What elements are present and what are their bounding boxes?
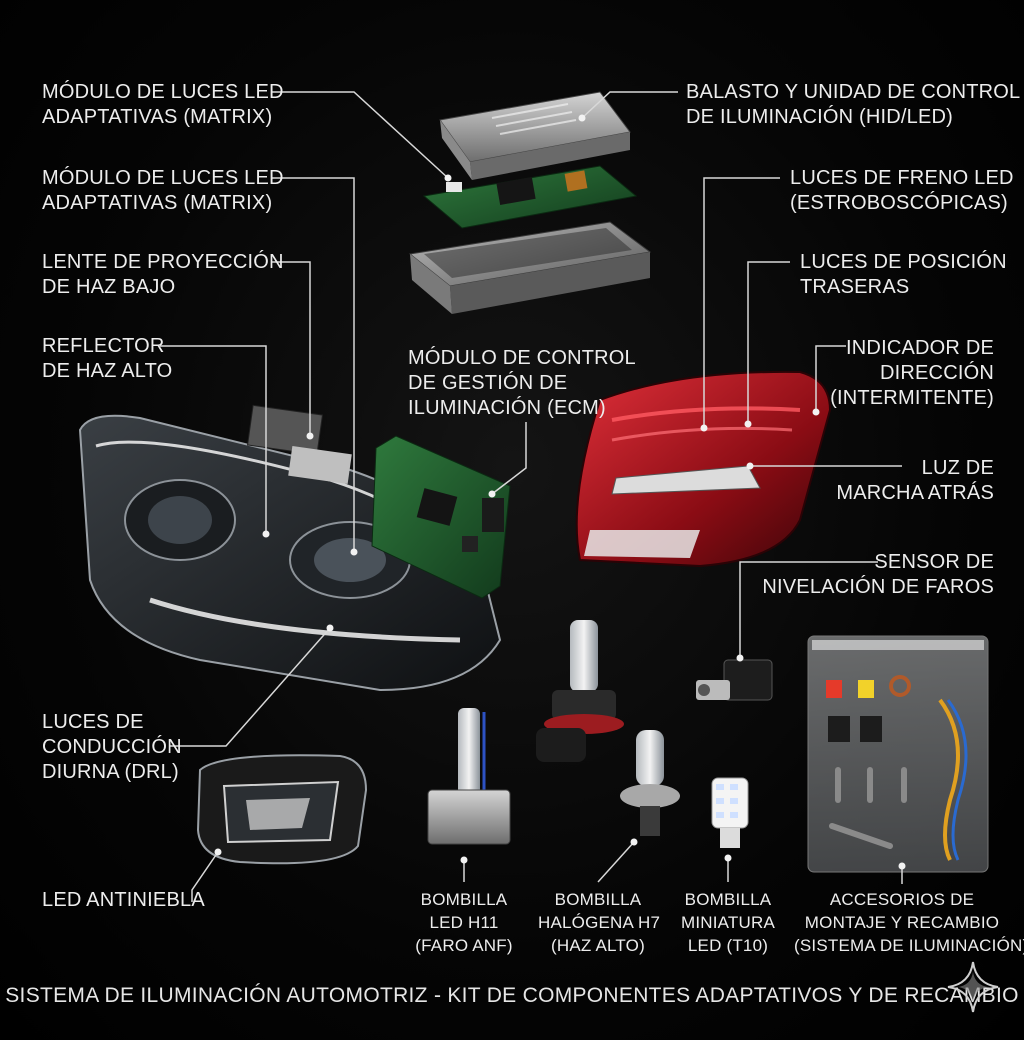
leader-dots (214, 114, 906, 870)
leader-turn (815, 345, 846, 412)
leader-brake (703, 177, 780, 428)
leader-fog (191, 851, 219, 902)
leader-matrix-2 (272, 177, 355, 552)
bulb-d-series-hid (427, 708, 511, 845)
tail-light-assembly (575, 370, 832, 568)
leader-ballast (581, 91, 678, 119)
leader-high-beam (160, 345, 267, 534)
leader-h7 (597, 841, 635, 883)
leader-drl (170, 627, 331, 747)
leader-rear-position (747, 261, 790, 424)
bulb-t10-led (711, 777, 749, 848)
leader-level-sensor (739, 561, 878, 658)
leader-ecm (491, 422, 527, 495)
fog-light (196, 754, 368, 865)
bulb-h11-led (536, 620, 624, 762)
label-brake-led: LUCES DE FRENO LED(ESTROBOSCÓPICAS) (790, 167, 1014, 214)
leader-matrix-1 (272, 91, 449, 179)
sparkle-star-icon (947, 961, 999, 1013)
accessories-bag (807, 635, 989, 873)
leader-lines (160, 91, 903, 902)
bulb-h7-halogen (620, 730, 680, 836)
label-fog-led: LED ANTINIEBLA (42, 889, 205, 911)
page-title: SISTEMA DE ILUMINACIÓN AUTOMOTRIZ - KIT … (5, 984, 1019, 1007)
ecm-board (371, 435, 511, 599)
level-sensor (696, 659, 773, 701)
leader-low-beam-lens (272, 261, 311, 436)
ballast-unit (408, 91, 652, 314)
